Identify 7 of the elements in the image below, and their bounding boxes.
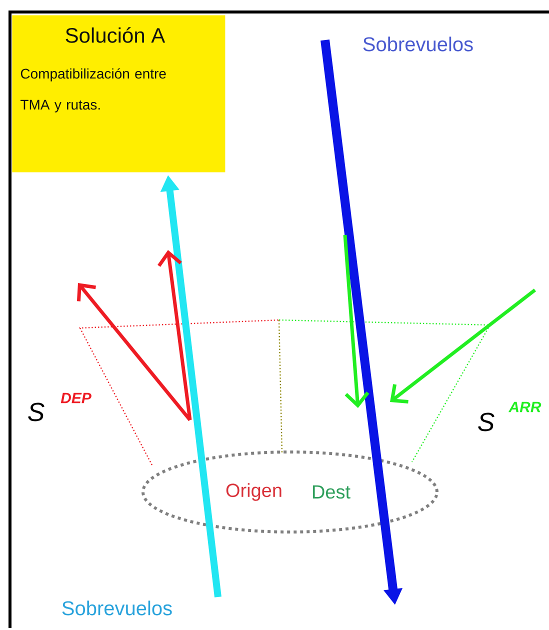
flight-label: Sobrevuelos xyxy=(363,36,473,52)
sector-label: ARR xyxy=(508,402,542,412)
sector-label: S xyxy=(28,402,44,422)
title-box: Solución A Compatibilización entre TMA y rutas. xyxy=(12,15,226,172)
flight-label: Sobrevuelos xyxy=(62,600,172,616)
sector-label: S xyxy=(478,412,494,432)
sector-label: DEP xyxy=(60,392,92,404)
